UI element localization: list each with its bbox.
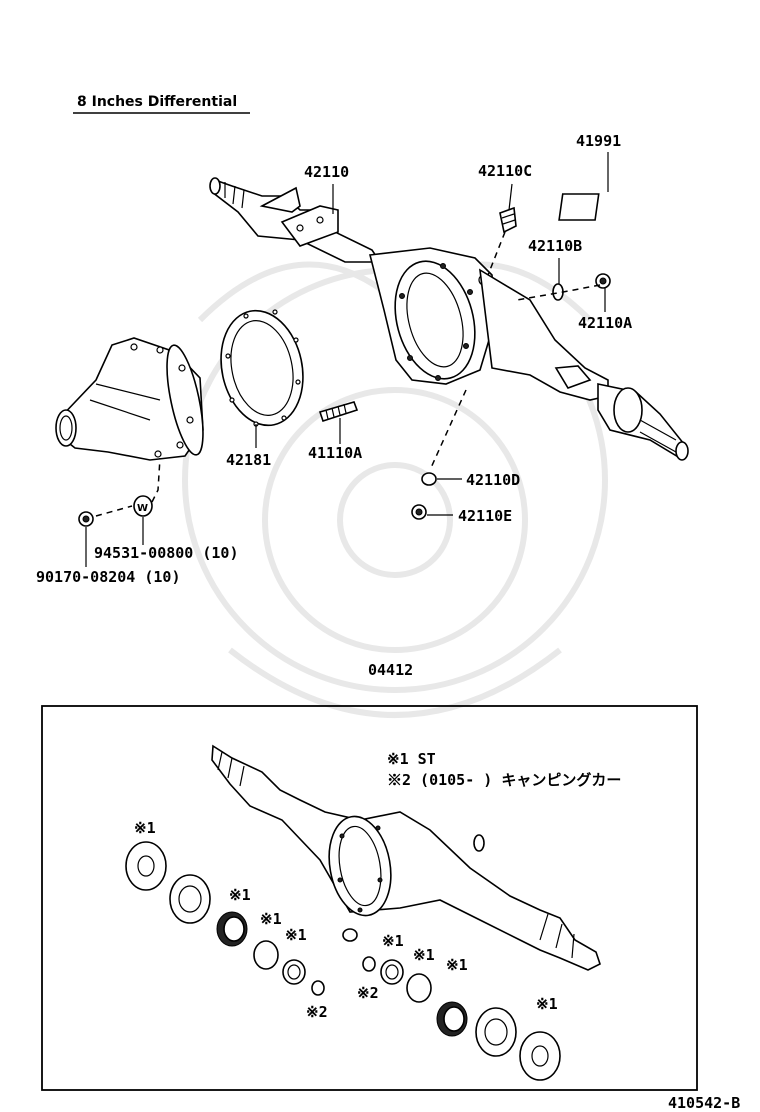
kit-mark-left-bearing: ※1 xyxy=(229,886,251,904)
kit-right-retainer[interactable] xyxy=(519,1031,561,1081)
kit-drain-washer[interactable] xyxy=(342,928,358,942)
kit-left-retainer[interactable] xyxy=(125,841,167,891)
kit-box xyxy=(41,705,698,1091)
kit-left-gasket[interactable] xyxy=(169,874,211,924)
kit-left-oring[interactable] xyxy=(253,940,279,970)
diagram-id: 410542-B xyxy=(668,1094,740,1112)
kit-breather-washer[interactable] xyxy=(473,834,485,852)
kit-mark-left-oring: ※1 xyxy=(260,910,282,928)
washer-42110D[interactable] xyxy=(421,472,437,486)
label-42110D: 42110D xyxy=(466,471,520,489)
kit-mark-left-retainer: ※1 xyxy=(134,819,156,837)
axle-housing-42110[interactable] xyxy=(209,177,689,461)
kit-left-seal[interactable] xyxy=(282,959,306,985)
kit-right-seal[interactable] xyxy=(380,959,404,985)
label-42110E: 42110E xyxy=(458,507,512,525)
kit-note-2: ※2 (0105- ) キャンピングカー xyxy=(387,771,621,789)
label-41110A: 41110A xyxy=(308,444,362,462)
label-42110B: 42110B xyxy=(528,237,582,255)
label-42110: 42110 xyxy=(304,163,349,181)
kit-note-1: ※1 ST xyxy=(387,750,436,768)
label-42110A: 42110A xyxy=(578,314,632,332)
washer-94531[interactable]: W xyxy=(133,495,153,517)
kit-mark-left-seal: ※1 xyxy=(285,926,307,944)
kit-mark-right-bearing: ※1 xyxy=(446,956,468,974)
kit-left-small-ring[interactable] xyxy=(311,980,325,996)
gasket-42181[interactable] xyxy=(211,303,313,433)
kit-axle-housing[interactable] xyxy=(211,744,601,971)
kit-right-small-ring[interactable] xyxy=(362,956,376,972)
label-94531: 94531-00800 (10) xyxy=(94,544,239,562)
kit-mark-left-small-ring: ※2 xyxy=(306,1003,328,1021)
washer-42110B[interactable] xyxy=(552,283,564,301)
kit-mark-right-seal: ※1 xyxy=(382,932,404,950)
kit-mark-right-oring: ※1 xyxy=(413,946,435,964)
dash-drain xyxy=(429,389,467,471)
dash-carrier-fasteners xyxy=(95,457,161,517)
stud-41110A[interactable] xyxy=(318,401,359,423)
leader-42110C xyxy=(508,183,513,211)
label-90170: 90170-08204 (10) xyxy=(36,568,181,586)
plug-42110E[interactable] xyxy=(411,504,427,520)
label-04412: 04412 xyxy=(368,661,413,679)
nut-90170[interactable] xyxy=(78,511,94,527)
kit-mark-right-small-ring: ※2 xyxy=(357,984,379,1002)
breather-42110C[interactable] xyxy=(499,206,517,234)
dash-breather xyxy=(487,231,506,276)
kit-left-bearing[interactable] xyxy=(216,911,248,947)
washer-letter: W xyxy=(137,503,148,514)
kit-right-gasket[interactable] xyxy=(475,1007,517,1057)
kit-right-oring[interactable] xyxy=(406,973,432,1003)
label-42181: 42181 xyxy=(226,451,271,469)
tag-41991[interactable] xyxy=(558,193,600,221)
differential-carrier[interactable] xyxy=(55,337,210,461)
kit-mark-right-retainer: ※1 xyxy=(536,995,558,1013)
label-41991: 41991 xyxy=(576,132,621,150)
page-title: 8 Inches Differential xyxy=(77,94,237,110)
kit-right-bearing[interactable] xyxy=(436,1001,468,1037)
label-42110C: 42110C xyxy=(478,162,532,180)
dash-plug xyxy=(516,284,601,301)
